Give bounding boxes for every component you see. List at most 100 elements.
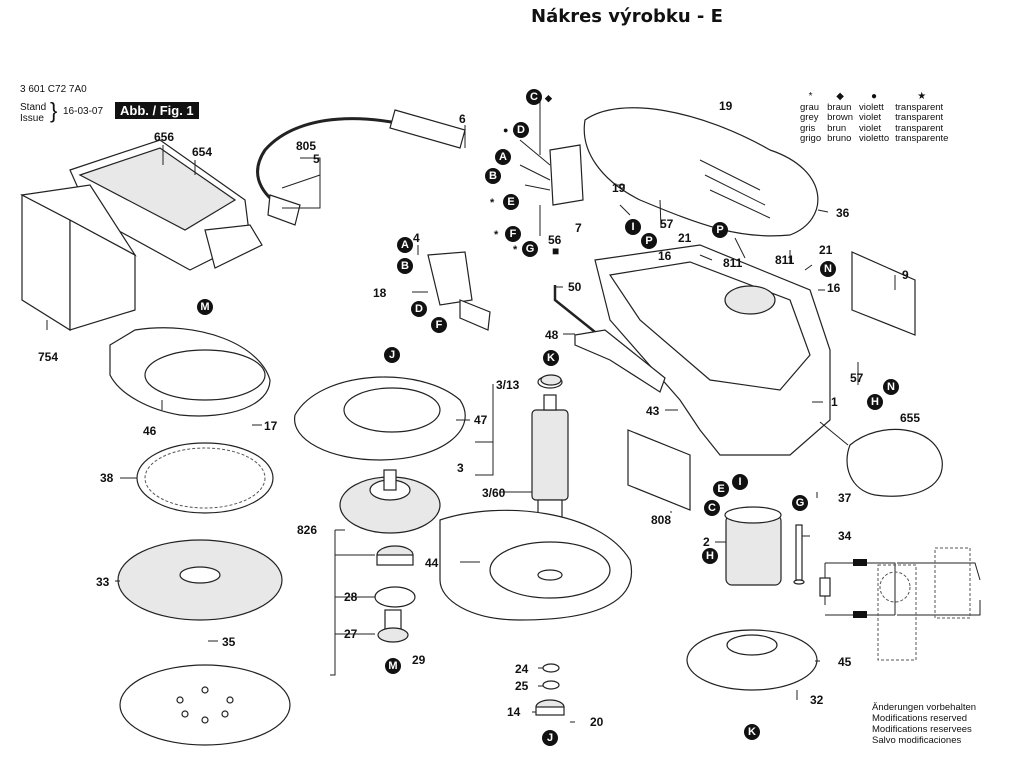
- dust-box-part[interactable]: [69, 139, 263, 271]
- callout-mark-g-top: *: [513, 244, 518, 256]
- callout-i-mid: I: [625, 219, 641, 235]
- svg-text:F: F: [510, 228, 517, 240]
- electronic-module-part[interactable]: [519, 100, 584, 206]
- part-label-655: 655: [900, 411, 920, 425]
- bearing-part[interactable]: [376, 545, 414, 566]
- issue-date: 16-03-07: [63, 106, 104, 117]
- label-sheet-9[interactable]: [851, 251, 916, 336]
- part-label-2: 2: [703, 535, 710, 549]
- svg-text:K: K: [748, 726, 756, 738]
- svg-text:J: J: [547, 732, 553, 744]
- bearing-3-13-part[interactable]: [540, 374, 562, 386]
- sanding-disc-part[interactable]: [119, 664, 291, 746]
- legend-cell: grau: [800, 101, 820, 113]
- power-cable-part[interactable]: [256, 109, 466, 226]
- svg-text:A: A: [499, 151, 507, 163]
- wiring-diagram: [819, 547, 981, 661]
- legend-cell: transparent: [895, 122, 944, 134]
- callout-f-top: F: [505, 226, 521, 242]
- part-label-3-60: 3/60: [482, 486, 506, 500]
- part-label-9: 9: [902, 268, 909, 282]
- part-label-57-right: 57: [850, 371, 864, 385]
- part-label-7: 7: [575, 221, 582, 235]
- svg-text:M: M: [200, 301, 209, 313]
- part-label-29: 29: [412, 653, 426, 667]
- filter-bag-part[interactable]: [20, 184, 137, 332]
- bearing-14-part[interactable]: [535, 699, 565, 716]
- washer-25-part[interactable]: [542, 680, 560, 690]
- callout-d-top: D: [513, 122, 529, 138]
- svg-text:C: C: [708, 502, 716, 514]
- part-label-21-mid: 21: [678, 231, 692, 245]
- hex-key-part[interactable]: [553, 285, 606, 341]
- svg-text:I: I: [738, 476, 741, 488]
- svg-text:D: D: [517, 124, 525, 136]
- svg-text:N: N: [824, 263, 832, 275]
- flange-28-part[interactable]: [374, 586, 416, 608]
- stand-issue-label: Stand Issue: [20, 102, 46, 124]
- part-label-45: 45: [838, 655, 852, 669]
- washer-24-part[interactable]: [542, 663, 560, 673]
- svg-text:K: K: [547, 352, 555, 364]
- issue-label: Issue: [20, 113, 44, 124]
- screw-34-part[interactable]: [793, 524, 805, 585]
- base-44-part[interactable]: [439, 509, 633, 621]
- svg-text:P: P: [716, 224, 723, 236]
- part-label-44: 44: [425, 556, 439, 570]
- legend-cell: grey: [800, 112, 819, 123]
- callout-a-switch: A: [397, 237, 413, 253]
- svg-text:B: B: [401, 260, 409, 272]
- part-label-3-13: 3/13: [496, 378, 520, 392]
- legend-row-en: grey brown violet transparent: [800, 112, 954, 124]
- svg-text:H: H: [706, 550, 714, 562]
- part-label-1: 1: [831, 395, 838, 409]
- part-label-27: 27: [344, 627, 358, 641]
- stator-part[interactable]: [724, 506, 782, 586]
- switch-part[interactable]: [427, 251, 491, 331]
- part-label-18: 18: [373, 286, 387, 300]
- front-grip-part[interactable]: [846, 428, 943, 497]
- part-label-808: 808: [651, 513, 671, 527]
- svg-text:E: E: [507, 196, 514, 208]
- motor-housing-part[interactable]: [594, 244, 831, 456]
- callout-mark-e-top: *: [490, 197, 495, 209]
- bracket-45-part[interactable]: [686, 629, 818, 691]
- svg-text:G: G: [796, 497, 805, 509]
- armature-part[interactable]: [531, 375, 569, 521]
- callout-c-top: C: [526, 89, 542, 105]
- part-number: 3 601 C72 7A0: [20, 84, 87, 95]
- part-label-16-mid: 16: [658, 249, 672, 263]
- label-sheet-808[interactable]: [627, 429, 691, 511]
- modifications-notice: Änderungen vorbehalten Modifications res…: [872, 702, 976, 746]
- part-label-6: 6: [459, 112, 466, 126]
- ring-46-part[interactable]: [109, 327, 271, 417]
- sanding-pad-part[interactable]: [117, 539, 283, 621]
- part-label-3: 3: [457, 461, 464, 475]
- part-label-50: 50: [568, 280, 582, 294]
- legend-cell: violet: [859, 122, 882, 134]
- svg-text:I: I: [631, 221, 634, 233]
- legend-cell: bruno: [827, 133, 852, 144]
- handle-cover-part[interactable]: [583, 107, 819, 237]
- legend-row-de: grau braun violett transparent: [800, 101, 954, 114]
- callout-i-stator: I: [732, 474, 748, 490]
- svg-text:G: G: [526, 243, 535, 255]
- part-label-654: 654: [192, 145, 212, 159]
- part-label-19-mid: 19: [612, 181, 626, 195]
- modifications-fr: Modifications reservees: [872, 724, 972, 735]
- baffle-47-part[interactable]: [294, 376, 466, 461]
- svg-text:C: C: [530, 91, 538, 103]
- legend-cell: grigo: [800, 133, 822, 144]
- legend-cell: brown: [827, 112, 853, 123]
- callout-d-switch: D: [411, 301, 427, 317]
- part-label-46: 46: [143, 424, 157, 438]
- callout-h-stator: H: [702, 548, 718, 564]
- part-label-20: 20: [590, 715, 604, 729]
- modifications-en: Modifications reserved: [872, 713, 968, 724]
- ring-38-part[interactable]: [136, 442, 274, 514]
- callout-h-right: H: [867, 394, 883, 410]
- plate-48-part[interactable]: [574, 329, 666, 393]
- part-label-826: 826: [297, 523, 317, 537]
- fan-part[interactable]: [339, 469, 441, 534]
- eccentric-27-part[interactable]: [377, 609, 409, 643]
